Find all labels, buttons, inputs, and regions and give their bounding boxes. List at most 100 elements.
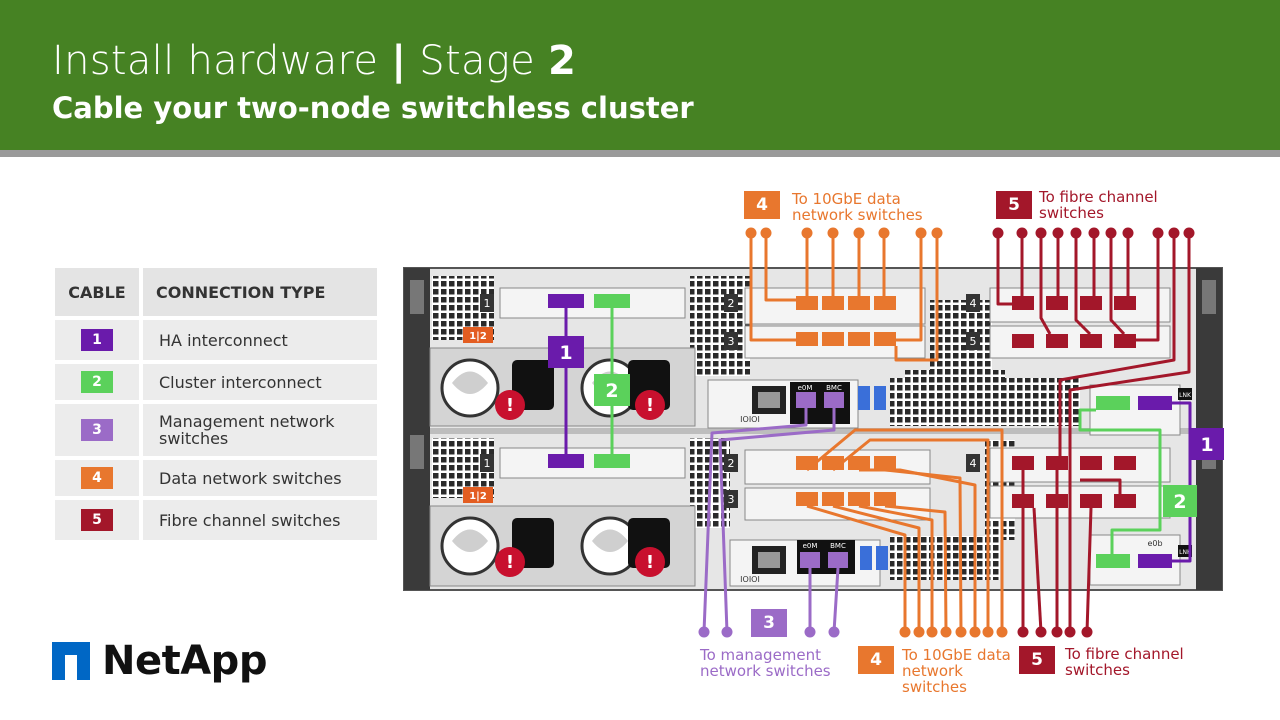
cable-data-bottom: [884, 468, 963, 633]
slot-label: 5: [970, 335, 977, 348]
psu-bay-bottom: ! ! 1|2: [429, 487, 696, 587]
cluster-badge-left: 2: [594, 374, 630, 406]
legend-header-row: CABLE CONNECTION TYPE: [55, 268, 377, 316]
warning-icon: [495, 390, 525, 420]
cable-fc-top: [1039, 233, 1052, 335]
legend-row-ha: 1 HA interconnect: [55, 320, 377, 360]
page-title: Install hardware | Stage 2: [52, 38, 577, 84]
slot-label: 1: [484, 297, 491, 310]
legend-row-data: 4 Data network switches: [55, 460, 377, 496]
callout-badge-fc-bottom: 5: [1019, 646, 1055, 674]
callout-badge-data-top: 4: [744, 191, 780, 219]
port-label-e0b: e0b: [1147, 539, 1162, 548]
warning-icon: [635, 390, 665, 420]
slot-label: 2: [728, 297, 735, 310]
psu-tag: 1|2: [469, 331, 487, 342]
port-label-e0m: e0M: [798, 384, 813, 392]
callout-data-top: To 10GbE data network switches: [792, 190, 923, 224]
legend-header-type: CONNECTION TYPE: [143, 268, 377, 316]
slot-label: 1: [484, 457, 491, 470]
cable-mgmt-1: [702, 400, 808, 633]
cable-fc-top: [996, 233, 1012, 306]
cable-ends: [698, 227, 1195, 638]
svg-text:1: 1: [1200, 434, 1213, 456]
cable-legend-table: CABLE CONNECTION TYPE 1 HA interconnect …: [55, 268, 377, 540]
callout-fc-bottom: To fibre channel switches: [1065, 645, 1184, 679]
cable-data-top: [764, 233, 796, 302]
slot-label: 3: [728, 335, 735, 348]
cable-mgmt-4: [832, 567, 840, 633]
cable-badge: 4: [81, 467, 113, 489]
cable-cluster-right: [1078, 408, 1162, 554]
cable-fc-bottom: [1080, 478, 1122, 494]
slot-labels: 1 2 3 4 5 1 2 3 4: [480, 294, 980, 508]
data-ports: [796, 296, 896, 506]
port-label-lnk: LNK: [1179, 392, 1192, 399]
ha-badge-left: 1: [548, 336, 584, 368]
cable-fc-top: [1109, 233, 1126, 336]
cable-badge: 1: [81, 329, 113, 351]
slot-label: 2: [728, 457, 735, 470]
warning-icon: [495, 547, 525, 577]
cable-fc-top: [1068, 233, 1191, 632]
callout-badge-fc-top: 5: [996, 191, 1032, 219]
legend-label: Management network switches: [143, 404, 377, 456]
callout-fc-top: To fibre channel switches: [1039, 188, 1158, 222]
legend-label: Cluster interconnect: [143, 364, 377, 400]
cable-badge: 3: [81, 419, 113, 441]
netapp-logo-text: NetApp: [102, 638, 267, 684]
cluster-badge-right: 2: [1163, 485, 1197, 517]
cable-data-bottom: [859, 468, 977, 632]
legend-row-mgmt: 3 Management network switches: [55, 404, 377, 456]
cable-data-bottom: [832, 438, 990, 632]
psu-tag: 1|2: [469, 491, 487, 502]
port-label-serial: IOIOI: [740, 575, 760, 584]
callout-badge-data-bottom: 4: [858, 646, 894, 674]
ha-badge-right: 1: [1190, 428, 1224, 460]
port-label-lnk: LNK: [1179, 549, 1192, 556]
legend-header-cable: CABLE: [55, 268, 139, 316]
legend-row-cluster: 2 Cluster interconnect: [55, 364, 377, 400]
warning-glyph: !: [646, 395, 654, 416]
cable-fc-top: [1074, 233, 1092, 336]
cable-fc-top: [1136, 233, 1160, 342]
netapp-logo-icon: [52, 642, 90, 680]
cable-badge: 2: [81, 371, 113, 393]
callout-badge-mgmt: 3: [751, 609, 787, 637]
ha-cluster-ports: [548, 294, 1172, 568]
legend-label: Fibre channel switches: [143, 500, 377, 540]
fc-ports: [1012, 296, 1136, 508]
controller-ports-bottom: e0M BMC IOIOI: [729, 539, 888, 587]
warning-glyph: !: [506, 395, 514, 416]
cable-data-top: [896, 233, 923, 342]
port-label-e0m: e0M: [803, 542, 818, 550]
cable-ha-right: [1172, 401, 1192, 563]
svg-text:1: 1: [559, 342, 572, 364]
cable-fc-bottom: [1085, 507, 1093, 633]
callout-data-bottom: To 10GbE data network switches: [902, 646, 1011, 696]
page-subtitle: Cable your two-node switchless cluster: [52, 91, 694, 125]
slot-label: 3: [728, 493, 735, 506]
header-divider: [0, 150, 1280, 157]
port-label-bmc: BMC: [826, 384, 842, 392]
slot-label: 4: [970, 297, 977, 310]
slot-label: 4: [970, 457, 977, 470]
callout-mgmt: To management network switches: [700, 646, 831, 680]
legend-label: HA interconnect: [143, 320, 377, 360]
svg-text:2: 2: [605, 380, 618, 402]
warning-glyph: !: [506, 552, 514, 573]
warning-icon: [635, 547, 665, 577]
port-label-bmc: BMC: [830, 542, 846, 550]
cable-badge: 5: [81, 509, 113, 531]
header-banner: Install hardware | Stage 2 Cable your tw…: [0, 0, 1280, 150]
legend-row-fc: 5 Fibre channel switches: [55, 500, 377, 540]
legend-label: Data network switches: [143, 460, 377, 496]
cable-fc-top: [1058, 233, 1176, 456]
cable-data-top: [749, 233, 796, 342]
cable-fc-bottom: [1032, 507, 1043, 633]
cable-data-top: [894, 233, 939, 362]
cable-data-bottom: [806, 504, 907, 632]
cable-data-bottom: [884, 504, 948, 633]
netapp-logo: NetApp: [52, 638, 267, 684]
